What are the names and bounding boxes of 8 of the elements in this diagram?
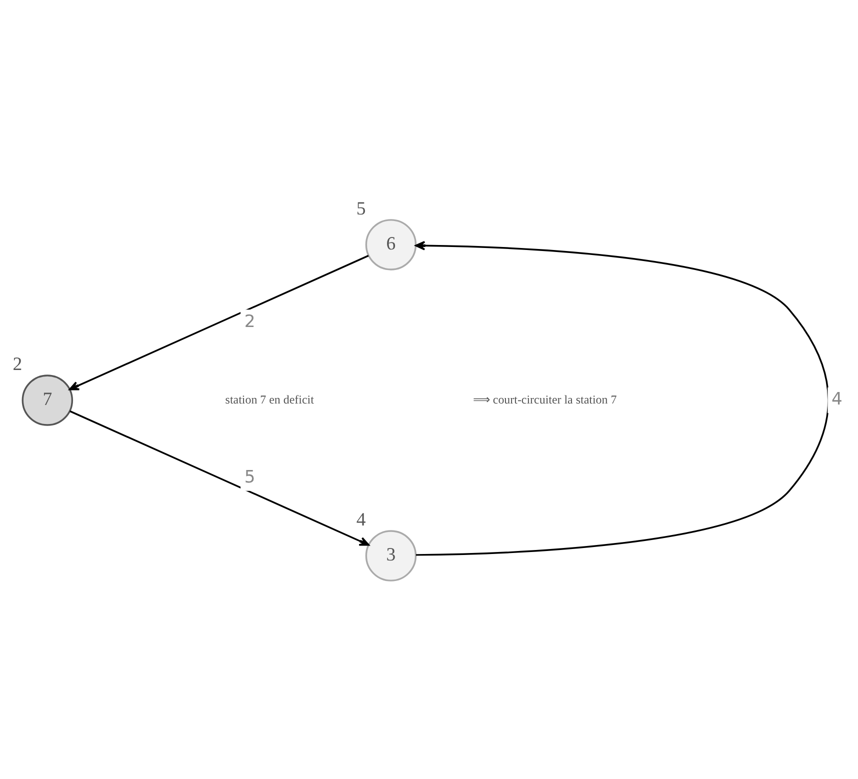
- label: station 7 en deficit: [225, 392, 314, 406]
- node-label: 5: [356, 198, 366, 219]
- edge-label: 5: [244, 466, 256, 487]
- node-label: 4: [356, 509, 366, 530]
- edge-label: 4: [832, 389, 842, 410]
- label: ⟹ court-circuiter la station 7: [472, 392, 617, 406]
- node-label: 2: [12, 354, 22, 374]
- edge-label: 2: [244, 311, 256, 332]
